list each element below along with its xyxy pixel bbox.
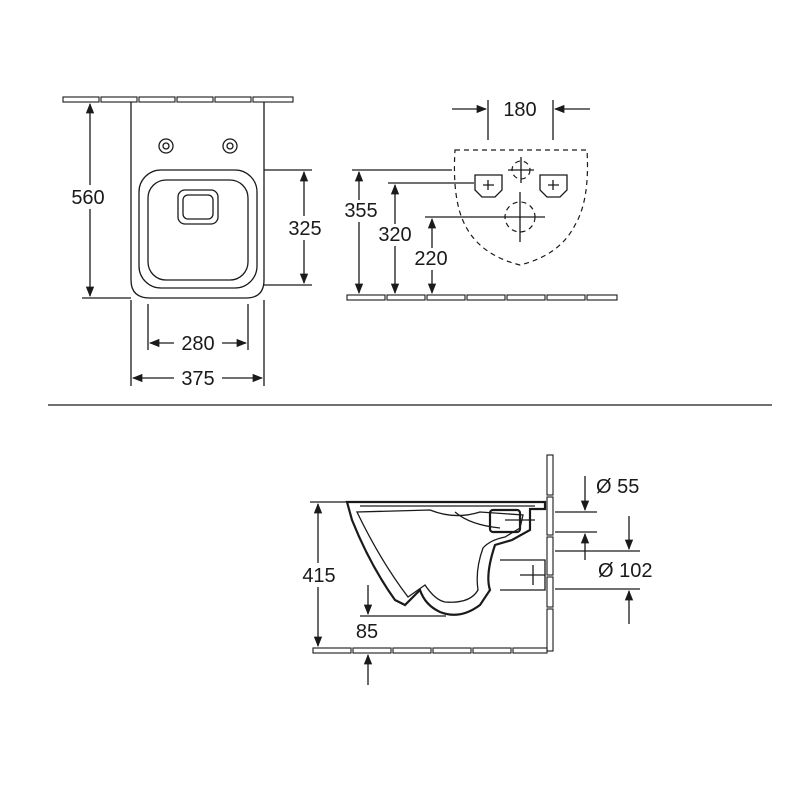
- top-view: 560 325 280 375: [62, 96, 328, 390]
- bracket-left-icon: [474, 174, 503, 198]
- mount-hole-icon: [158, 138, 174, 154]
- top-view-seat-inner: [147, 179, 249, 281]
- front-view: 180 355 320 220: [338, 99, 618, 301]
- dim-label-325: 325: [288, 218, 321, 240]
- dim-label-415: 415: [302, 565, 335, 587]
- top-view-wall: [62, 96, 294, 103]
- mount-hole-icon: [222, 138, 238, 154]
- side-view-bowl: [345, 500, 547, 616]
- top-view-cover: [177, 189, 219, 225]
- dim-label-320: 320: [378, 224, 411, 246]
- top-view-seat: [138, 169, 258, 289]
- bracket-right-icon: [539, 174, 568, 198]
- dim-label-diameter-55: Ø 55: [596, 476, 639, 498]
- dim-label-85: 85: [356, 621, 378, 643]
- side-view: 415 85 Ø 55 Ø 102: [296, 454, 652, 685]
- dim-label-375: 375: [181, 368, 214, 390]
- side-view-wall: [546, 454, 554, 652]
- mount-hole-icon: [226, 142, 234, 150]
- dim-label-355: 355: [344, 200, 377, 222]
- top-view-cover-inner: [182, 194, 214, 220]
- side-view-floor: [312, 647, 548, 654]
- dim-label-diameter-102: Ø 102: [598, 560, 652, 582]
- dim-label-280: 280: [181, 333, 214, 355]
- dim-label-560: 560: [71, 187, 104, 209]
- side-view-bowl-inner: [355, 509, 524, 603]
- front-view-floor: [346, 294, 618, 301]
- front-view-bowl-outline: [453, 149, 589, 266]
- dim-label-220: 220: [414, 248, 447, 270]
- mount-hole-icon: [162, 142, 170, 150]
- top-view-bowl-outline: [130, 102, 265, 299]
- dim-label-180: 180: [503, 99, 536, 121]
